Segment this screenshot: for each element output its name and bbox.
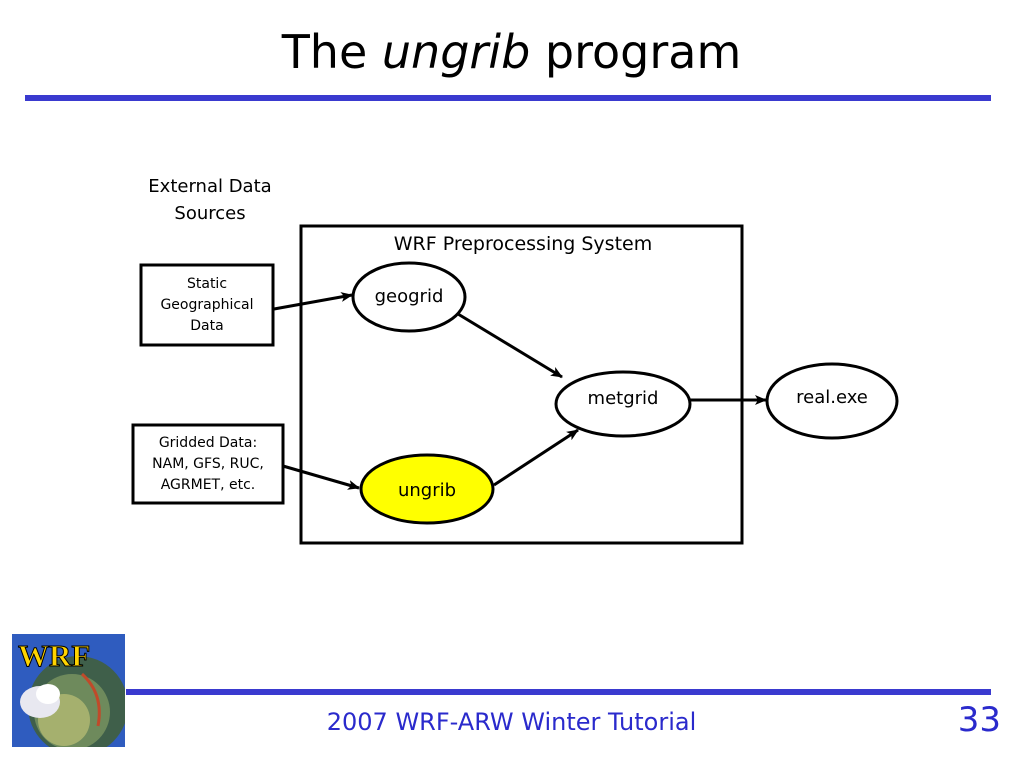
metgrid-node: [554, 370, 692, 438]
footer-text: 2007 WRF-ARW Winter Tutorial: [326, 708, 697, 736]
gridded-data-line-2: NAM, GFS, RUC,: [152, 456, 264, 472]
gridded-data-line-1: Gridded Data:: [159, 435, 257, 451]
title-emphasis: ungrib: [381, 25, 531, 79]
title-suffix: program: [544, 25, 742, 79]
title-prefix: The: [281, 25, 368, 79]
ungrib-node: [359, 453, 495, 525]
arrow-geogrid-to-metgrid: [457, 312, 563, 379]
svg-text:WRF: WRF: [18, 638, 90, 673]
gridded-data-box: [131, 423, 285, 505]
ungrib-label: ungrib: [398, 480, 456, 501]
arrow-ungrib-to-metgrid: [493, 428, 579, 487]
arrow-static-to-geogrid: [273, 292, 353, 311]
gridded-data-line-3: AGRMET, etc.: [161, 477, 256, 493]
footer-divider: [126, 689, 991, 695]
static-data-line-1: Static: [187, 276, 227, 292]
static-data-line-3: Data: [190, 318, 223, 334]
external-sources-label-1: External Data: [148, 176, 271, 197]
real-exe-label: real.exe: [796, 387, 868, 408]
page-number: 33: [957, 700, 1001, 740]
static-data-box: [139, 263, 275, 347]
metgrid-label: metgrid: [588, 388, 659, 409]
title-divider: [25, 95, 991, 101]
wrf-logo: WRF: [12, 634, 125, 747]
external-sources-label-2: Sources: [174, 203, 245, 224]
wps-system-label: WRF Preprocessing System: [394, 233, 652, 255]
wps-system-box: [299, 224, 744, 545]
real-exe-node: [765, 362, 899, 440]
geogrid-node: [351, 261, 467, 333]
static-data-line-2: Geographical: [160, 297, 253, 313]
geogrid-label: geogrid: [375, 286, 444, 307]
slide-title: The ungrib program: [0, 22, 1023, 82]
arrow-gridded-to-ungrib: [282, 464, 360, 490]
